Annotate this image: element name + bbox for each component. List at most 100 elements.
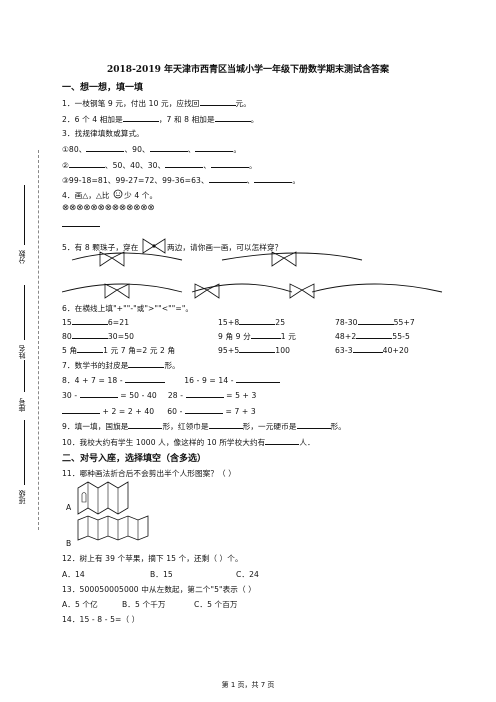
q10-text: 10．我校大约有学生 1000 人，像这样的 10 所学校大约有	[62, 438, 266, 447]
q3-2-blank-3[interactable]	[211, 159, 249, 168]
bead-string-3	[62, 283, 183, 299]
q8-blank-1[interactable]	[125, 374, 166, 383]
q8-text-e: 28 -	[167, 391, 184, 400]
bow-knot-icon	[142, 238, 166, 254]
q3-2-blank-2[interactable]	[165, 159, 204, 168]
q6-r1-e: 78-30	[335, 318, 358, 327]
q9-blank-1[interactable]	[128, 420, 163, 429]
question-3-row-2: ②、50、40、30、、。	[62, 159, 257, 171]
q6-r2-blank-3[interactable]	[356, 330, 393, 339]
class-blank-line	[24, 420, 25, 485]
q3-2-blank-1[interactable]	[68, 159, 105, 168]
q8-blank-2[interactable]	[236, 374, 281, 383]
option-a-label[interactable]: A	[66, 503, 72, 512]
q9-blank-2[interactable]	[208, 420, 243, 429]
q12-option-b[interactable]: B．15	[150, 570, 173, 579]
folded-paper-figure-a	[77, 481, 129, 515]
bead-string-4	[191, 283, 293, 299]
q12-option-c[interactable]: C．24	[236, 570, 259, 579]
question-1: 1．一枝钢笔 9 元，付出 10 元，应找回 元。	[62, 97, 251, 109]
q6-r1-blank-2[interactable]	[239, 316, 276, 325]
q8-text-h: 60 -	[167, 407, 183, 416]
q3-1-blank-2[interactable]	[149, 143, 188, 152]
q7-blank[interactable]	[128, 359, 165, 368]
q6-r3-f: 40+20	[382, 346, 409, 355]
question-13: 13．500050005000 中从左数起，第二个"5"表示（ ）	[62, 585, 256, 594]
q6-r1-blank-1[interactable]	[71, 316, 108, 325]
q2-blank-2[interactable]	[214, 113, 251, 122]
q6-r2-a: 80	[62, 332, 72, 341]
question-4: 4．画△，△比 少 4 个。	[62, 189, 157, 201]
q8-blank-4[interactable]	[185, 389, 224, 398]
question-11: 11．哪种画法折合后不会剪出半个人形图案？（ ）	[62, 469, 236, 478]
q4-text-b: 少 4 个。	[124, 191, 158, 200]
question-10: 10．我校大约有学生 1000 人，像这样的 10 所学校大约有人．	[62, 436, 315, 448]
q13-option-c[interactable]: C．5 个百万	[194, 600, 238, 609]
q6-r2-b: 30=50	[107, 332, 135, 341]
q3-3-a: ③99-18=81、99-27=72、99-36=63、	[62, 176, 209, 185]
question-3-row-3: ③99-18=81、99-27=72、99-36=63、、。	[62, 174, 300, 186]
q7-end: 形。	[164, 361, 180, 370]
q8-text-g: + 2 = 2 + 40	[102, 407, 155, 416]
q3-1-d: 。	[233, 145, 242, 154]
q2-end: 。	[250, 115, 259, 124]
q2-text-a: 2．6 个 4 相加是	[62, 115, 123, 124]
q3-3-blank-2[interactable]	[254, 174, 293, 183]
question-3: 3．找规律填数或算式。	[62, 129, 144, 138]
question-3-row-1: ①80、、90、、。	[62, 143, 241, 155]
q8-text-f: = 5 + 3	[226, 391, 257, 400]
q6-r2-blank-1[interactable]	[71, 330, 108, 339]
question-5: 5．有 8 颗珠子，穿在 两边，请你画一画，可以怎样穿？	[62, 237, 282, 255]
q3-1-blank-1[interactable]	[86, 143, 125, 152]
q6-r2-blank-2[interactable]	[250, 330, 281, 339]
q13-option-a[interactable]: A．5 个亿	[62, 600, 98, 609]
q1-text: 1．一枝钢笔 9 元，付出 10 元，应找回	[62, 99, 200, 108]
q6-r1-d: 25	[275, 318, 286, 327]
class-label: 班级	[18, 490, 26, 504]
q6-r3-b: 1 元 7 角=2 元 2 角	[103, 346, 176, 355]
bead-string-5	[289, 283, 443, 299]
q3-2-c: 、	[203, 161, 211, 170]
question-7: 7．数学书的封皮是形。	[62, 359, 180, 371]
q8-text-a: 8．4 + 7 = 18 -	[62, 376, 123, 385]
q1-end: 元。	[235, 99, 251, 108]
smiley-icon	[113, 189, 123, 199]
q6-r2-c: 9 角 9 分	[218, 332, 251, 341]
q12-option-a[interactable]: A．14	[62, 570, 85, 579]
q3-1-blank-3[interactable]	[195, 143, 234, 152]
q10-blank[interactable]	[265, 436, 300, 445]
q4-symbol-row: ⊗⊗⊗⊗⊗⊗⊗⊗⊗⊗⊗⊗⊗	[62, 203, 155, 213]
question-8-row-3: + 2 = 2 + 40 60 - = 7 + 3	[62, 405, 256, 416]
q3-3-blank-1[interactable]	[208, 174, 247, 183]
question-8-row-1: 8．4 + 7 = 18 - 16 - 9 = 14 -	[62, 374, 281, 386]
page-title: 2018-2019 年天津市西青区当城小学一年级下册数学期末测试含答案	[107, 65, 389, 75]
q13-option-b[interactable]: B．5 个千万	[122, 600, 166, 609]
q6-r1-c: 15+8	[218, 318, 240, 327]
question-6: 6．在横线上填"+""-"或">""<""="。	[62, 304, 194, 313]
q3-1-a: ①80、	[62, 145, 87, 154]
q6-row-1-mid: 15+8 25	[218, 316, 285, 327]
q6-r3-blank-3[interactable]	[352, 344, 383, 353]
q6-r3-blank-1[interactable]	[77, 344, 104, 353]
q8-blank-6[interactable]	[184, 405, 223, 414]
q9-blank-3[interactable]	[296, 420, 331, 429]
option-b-label[interactable]: B	[66, 539, 72, 548]
q6-r3-d: 100	[275, 346, 291, 355]
q6-r2-f: 55-5	[392, 332, 410, 341]
q8-text-b: 16 - 9 = 14 -	[184, 376, 234, 385]
score-label: 分数	[18, 250, 26, 264]
q8-text-c: 30 -	[62, 391, 78, 400]
q6-r3-blank-2[interactable]	[239, 344, 276, 353]
name-label: 姓名	[18, 345, 26, 359]
q2-blank-1[interactable]	[122, 113, 159, 122]
q4-answer-line[interactable]	[62, 226, 100, 227]
q6-r1-blank-3[interactable]	[357, 316, 394, 325]
q8-blank-5[interactable]	[62, 405, 100, 414]
q1-blank[interactable]	[199, 97, 236, 106]
q3-3-c: 。	[292, 176, 301, 185]
q8-blank-3[interactable]	[79, 389, 118, 398]
q6-r3-c: 95+5	[218, 346, 240, 355]
q2-text-b: ，7 和 8 相加是	[158, 115, 215, 124]
q4-text: 4．画△，△比	[62, 191, 110, 200]
